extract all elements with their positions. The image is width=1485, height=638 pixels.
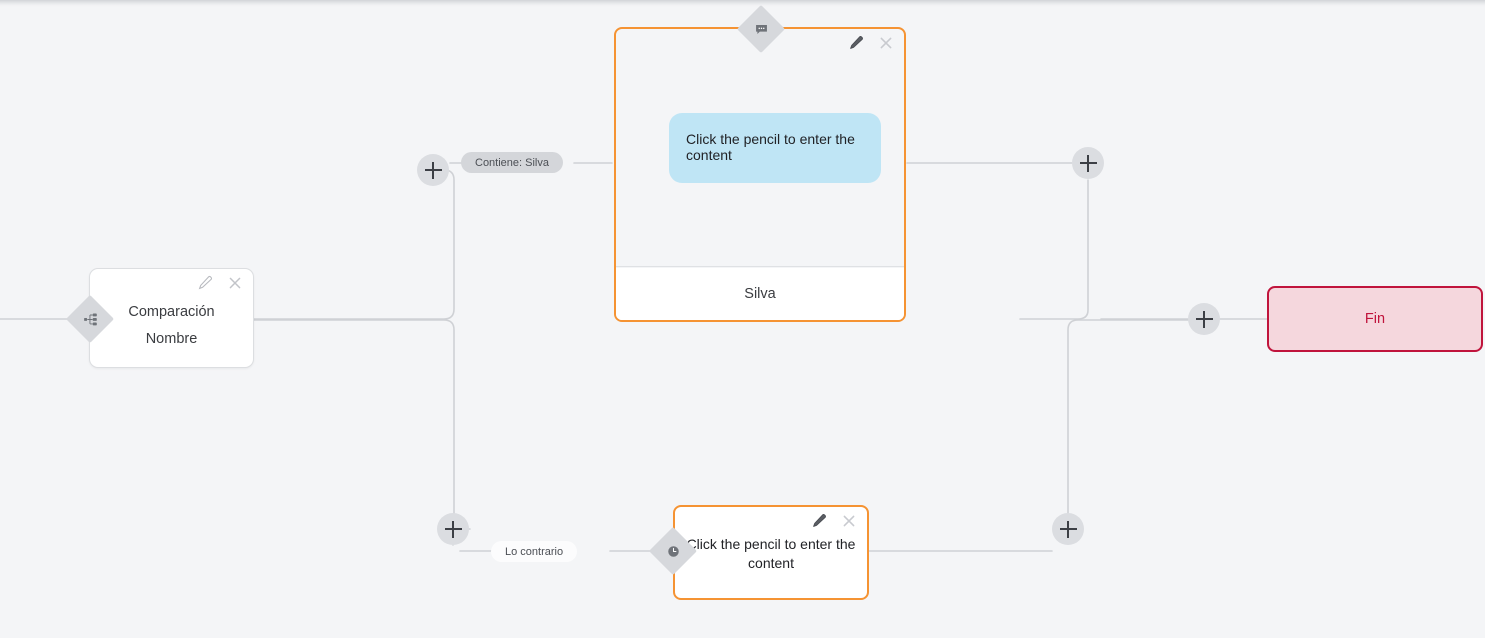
node-fin-label: Fin bbox=[1364, 311, 1386, 327]
node-message-bottom[interactable]: Click the pencil to enter the content bbox=[673, 505, 869, 600]
node-comparacion-actions bbox=[197, 275, 243, 291]
node-message-top[interactable]: Click the pencil to enter the content Si… bbox=[614, 27, 906, 322]
node-message-top-actions bbox=[848, 35, 894, 51]
node-message-bottom-badge[interactable] bbox=[648, 526, 698, 576]
node-comparacion[interactable]: Comparación Nombre bbox=[89, 268, 254, 368]
wire-comparacion-to-false-branch bbox=[253, 319, 471, 530]
node-message-top-content: Click the pencil to enter the content bbox=[616, 29, 904, 267]
node-message-top-bubble[interactable]: Click the pencil to enter the content bbox=[669, 113, 881, 183]
wire-comparacion-to-true-branch bbox=[253, 169, 455, 320]
edge-label-lo-contrario[interactable]: Lo contrario bbox=[491, 541, 578, 562]
node-message-top-footer: Silva bbox=[616, 268, 904, 320]
node-comparacion-body: Comparación Nombre bbox=[90, 299, 253, 353]
node-message-top-badge[interactable] bbox=[736, 4, 786, 54]
add-branch-true-button[interactable] bbox=[417, 154, 449, 186]
close-icon[interactable] bbox=[878, 35, 894, 51]
node-fin[interactable]: Fin bbox=[1267, 286, 1483, 352]
node-message-bottom-text[interactable]: Click the pencil to enter the content bbox=[686, 536, 856, 571]
wire-right-riser bbox=[1019, 179, 1089, 320]
node-message-bottom-actions bbox=[811, 513, 857, 529]
add-branch-false-button[interactable] bbox=[437, 513, 469, 545]
chat-bubble-icon bbox=[744, 12, 778, 46]
node-comparacion-subtitle: Nombre bbox=[145, 331, 198, 347]
node-comparacion-badge[interactable] bbox=[65, 294, 115, 344]
edit-pencil-icon[interactable] bbox=[197, 275, 213, 291]
edit-pencil-icon[interactable] bbox=[811, 513, 827, 529]
edit-pencil-icon[interactable] bbox=[848, 35, 864, 51]
close-icon[interactable] bbox=[841, 513, 857, 529]
add-after-message-bottom-button[interactable] bbox=[1052, 513, 1084, 545]
add-after-message-top-button[interactable] bbox=[1072, 147, 1104, 179]
node-comparacion-title: Comparación bbox=[128, 304, 215, 320]
edge-label-contiene-silva[interactable]: Contiene: Silva bbox=[461, 152, 563, 173]
sitemap-icon bbox=[73, 302, 107, 336]
close-icon[interactable] bbox=[227, 275, 243, 291]
wire-lower-riser bbox=[1067, 319, 1189, 514]
add-before-fin-button[interactable] bbox=[1188, 303, 1220, 335]
clock-icon bbox=[656, 534, 690, 568]
